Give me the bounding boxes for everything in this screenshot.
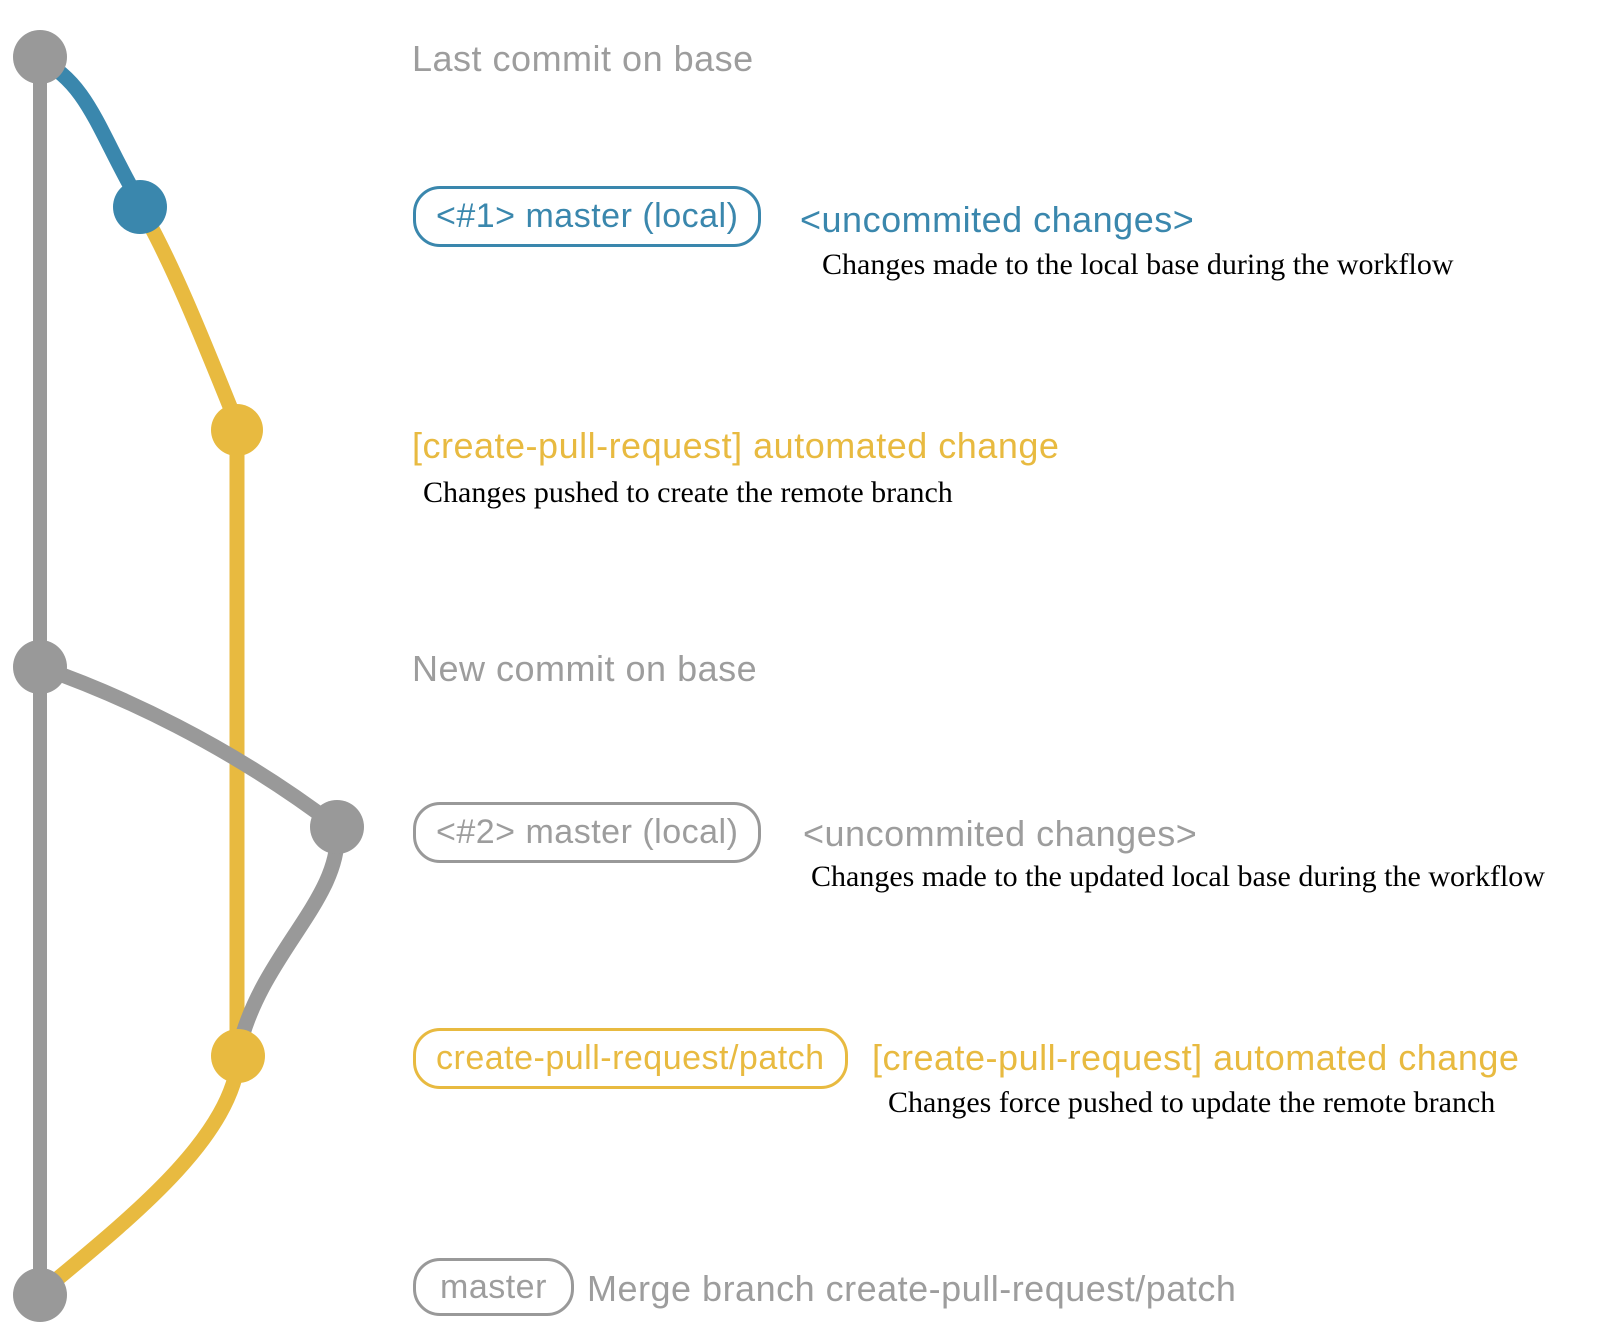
branch-tag-patch: create-pull-request/patch: [413, 1028, 848, 1089]
commit-description-push-2: Changes force pushed to update the remot…: [888, 1086, 1496, 1119]
branch-tag-local-1: <#1> master (local): [413, 186, 762, 247]
commit-dot-new-base: [13, 640, 67, 694]
commit-title-local-2: <uncommited changes>: [803, 813, 1198, 854]
commit-message-new-base: New commit on base: [412, 648, 758, 689]
merge-curve: [36, 1048, 247, 1298]
commit-dot-local-2: [310, 800, 364, 854]
commit-dot-patch-1: [211, 404, 263, 456]
commit-dot-local-1: [113, 180, 167, 234]
branch-tag-master: master: [413, 1258, 574, 1316]
commit-dot-patch-2: [211, 1029, 265, 1083]
local-branch-1-curve: [32, 52, 148, 211]
commit-dot-last-base: [13, 30, 67, 84]
commit-message-last-base: Last commit on base: [412, 38, 754, 79]
commit-title-push-2: [create-pull-request] automated change: [872, 1037, 1520, 1078]
commit-description-push-1: Changes pushed to create the remote bran…: [423, 476, 953, 509]
branch-tag-local-2: <#2> master (local): [413, 802, 762, 863]
commit-title-push-1: [create-pull-request] automated change: [412, 425, 1060, 466]
patch-branch-line: [132, 199, 245, 1064]
commit-message-merge: Merge branch create-pull-request/patch: [587, 1268, 1237, 1309]
local-branch-2-curve: [32, 659, 345, 1056]
commit-dot-merge: [13, 1268, 67, 1322]
commit-description-local-2: Changes made to the updated local base d…: [811, 860, 1545, 893]
commit-title-local-1: <uncommited changes>: [800, 199, 1195, 240]
commit-description-local-1: Changes made to the local base during th…: [822, 248, 1454, 281]
